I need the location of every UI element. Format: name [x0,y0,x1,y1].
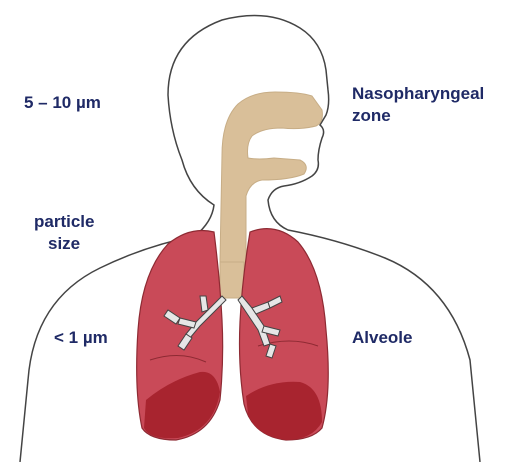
nasopharyngeal-label-line1: Nasopharyngeal [352,82,484,106]
size-small-label: < 1 µm [54,326,108,350]
trachea [220,262,244,298]
nasopharyngeal-label-line2: zone [352,104,391,128]
nasal-septum-line [252,136,300,140]
right-lung-lower-shade [246,382,322,440]
particle-size-label-line2: size [48,232,80,256]
particle-size-label-line1: particle [34,210,94,234]
size-large-label: 5 – 10 µm [24,91,101,115]
alveole-label: Alveole [352,326,412,350]
